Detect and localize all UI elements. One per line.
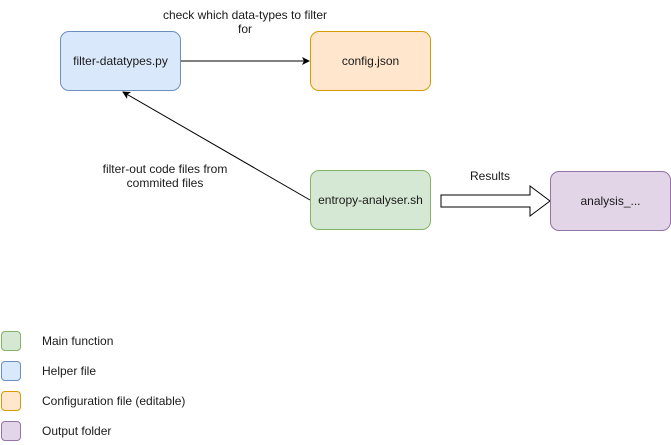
legend-label-helper: Helper file bbox=[42, 364, 97, 378]
node-label: config.json bbox=[341, 54, 400, 68]
edge-label-line: commited files bbox=[126, 176, 204, 190]
edge-label-line: check which data-types to filter bbox=[162, 8, 328, 22]
node-label: filter-datatypes.py bbox=[73, 54, 168, 68]
legend-label-config: Configuration file (editable) bbox=[42, 394, 186, 408]
edge-label-line: for bbox=[237, 22, 252, 36]
edge-label-check-datatypes: check which data-types to filter for bbox=[140, 8, 350, 36]
edge-label-results: Results bbox=[460, 169, 520, 183]
node-config-json[interactable]: config.json bbox=[310, 31, 431, 91]
legend-label-main: Main function bbox=[42, 334, 114, 348]
edge-label-text: Results bbox=[469, 169, 510, 183]
node-entropy-analyser[interactable]: entropy-analyser.sh bbox=[310, 170, 431, 230]
edge-label-filter-out: filter-out code files from commited file… bbox=[90, 162, 240, 190]
legend-swatch-output bbox=[1, 421, 21, 441]
legend-swatch-helper bbox=[1, 361, 21, 381]
node-label: entropy-analyser.sh bbox=[318, 193, 423, 207]
legend-label-output: Output folder bbox=[42, 424, 112, 438]
legend-swatch-config bbox=[1, 391, 21, 411]
results-block-arrow bbox=[440, 185, 551, 217]
edge-label-line: filter-out code files from bbox=[102, 162, 228, 176]
node-label: analysis_... bbox=[580, 194, 641, 208]
edge-entropy-to-filter bbox=[122, 91, 311, 201]
legend-swatch-main bbox=[1, 331, 21, 351]
node-filter-datatypes[interactable]: filter-datatypes.py bbox=[60, 31, 181, 91]
node-analysis-output[interactable]: analysis_... bbox=[550, 171, 671, 231]
